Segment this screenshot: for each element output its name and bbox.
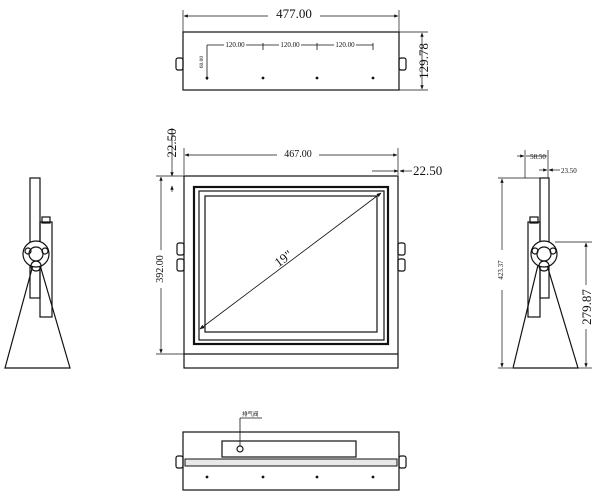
- front-body: [183, 175, 399, 369]
- hole-spacing-3: 120.00: [335, 41, 355, 49]
- right-bracket: [527, 221, 541, 318]
- left-hinge-knob: [30, 260, 42, 272]
- side-total-height-label: 423.37: [497, 260, 505, 280]
- bottom-view: 排气阀: [175, 410, 407, 491]
- hole-spacing-2: 120.00: [280, 41, 300, 49]
- bottom-knob-left: [175, 455, 184, 469]
- left-stand-base: [4, 264, 71, 369]
- bezel: [192, 185, 390, 346]
- side-mount-height-label: 279.87: [579, 289, 594, 325]
- side-offset-label: 23.50: [561, 167, 577, 175]
- bottom-knob-right: [398, 455, 407, 469]
- left-knob: [175, 57, 184, 71]
- front-right-margin-label: 22.50: [413, 163, 442, 178]
- screen: [204, 195, 378, 333]
- hole-spacing-1: 120.00: [225, 41, 245, 49]
- vent-valve: [236, 445, 244, 453]
- hole-offset-label: 60.00: [199, 56, 205, 69]
- top-view: 477.00 120.00 120.00 120.00 60.00: [175, 6, 431, 91]
- right-stand-base: [512, 264, 579, 369]
- front-knob-right-upper: [397, 242, 406, 256]
- front-view: 467.00 22.50 22.50 392.00 19": [154, 128, 442, 369]
- front-knob-right-lower: [397, 258, 406, 272]
- right-hinge: [530, 240, 558, 268]
- right-panel: [539, 177, 550, 299]
- side-depth-label: 58.50: [530, 153, 546, 161]
- front-knob-left-upper: [176, 242, 185, 256]
- right-side-view: 58.50 23.50 423.37 279.87: [495, 150, 594, 369]
- right-knob: [398, 57, 407, 71]
- bezel-inner: [198, 190, 385, 341]
- front-knob-left-lower: [176, 258, 185, 272]
- left-panel: [29, 177, 41, 299]
- left-hinge: [22, 240, 50, 268]
- hole-pattern: 120.00 120.00 120.00 60.00: [199, 41, 375, 80]
- bottom-rail: [184, 458, 398, 467]
- left-side-view: [4, 177, 71, 369]
- front-height-label: 392.00: [155, 255, 166, 283]
- top-depth-label: 129.78: [416, 43, 431, 79]
- diagonal-line: [199, 192, 382, 330]
- vent-panel: [221, 440, 357, 458]
- front-width-label: 467.00: [284, 149, 312, 160]
- vent-label: 排气阀: [242, 410, 259, 418]
- right-hinge-knob: [538, 260, 550, 272]
- left-bracket-cap: [41, 216, 51, 224]
- diagonal-label: 19": [271, 247, 295, 270]
- front-top-margin-label: 22.50: [164, 128, 179, 157]
- top-width-label: 477.00: [276, 6, 312, 21]
